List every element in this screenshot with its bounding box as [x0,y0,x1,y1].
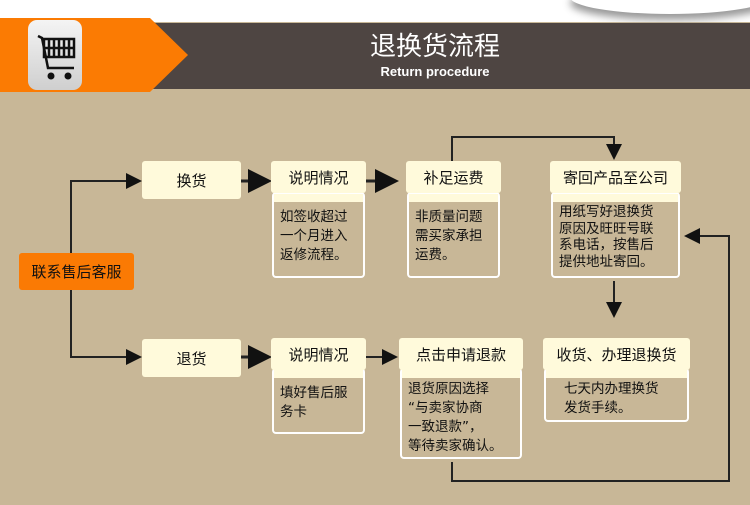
send-back-text: 用纸写好退换货 原因及旺旺号联 系电话，按售后 提供地址寄回。 [559,204,654,270]
return-explain-body: 填好售后服 务卡 [272,368,365,434]
page-subtitle: Return procedure [380,64,490,79]
shipping-text: 非质量问题 需买家承担 运费。 [415,209,483,263]
exchange-explain-body: 如签收超过 一个月进入 返修流程。 [272,192,365,278]
connector-start-exchange [70,173,142,253]
contact-service-node: 联系售后客服 [19,253,134,290]
exchange-node: 换货 [142,161,241,199]
refund-title: 点击申请退款 [399,338,523,370]
refund-body: 退货原因选择 “与卖家协商 一致退款”， 等待卖家确认。 [400,368,522,459]
connector-shipping-sendback [451,136,622,161]
decorative-swoosh [570,0,750,14]
top-margin [0,0,750,22]
return-explain-title: 说明情况 [271,338,366,370]
refund-text: 退货原因选择 “与卖家协商 一致退款”， 等待卖家确认。 [408,381,503,454]
receive-body: 七天内办理换货 发货手续。 [544,368,689,422]
shipping-body: 非质量问题 需买家承担 运费。 [407,192,500,278]
return-node: 退货 [142,339,241,377]
connector-start-return [70,290,142,365]
connector-refund-sendback [451,228,730,482]
send-back-body: 用纸写好退换货 原因及旺旺号联 系电话，按售后 提供地址寄回。 [551,192,680,278]
page-title: 退换货流程 [369,32,500,62]
header-bar [100,23,750,89]
shipping-title: 补足运费 [406,161,501,193]
exchange-explain-text: 如签收超过 一个月进入 返修流程。 [280,209,348,263]
return-explain-text: 填好售后服 务卡 [280,385,348,420]
exchange-explain-title: 说明情况 [271,161,366,193]
send-back-title: 寄回产品至公司 [550,161,681,193]
shopping-cart-icon [28,20,82,90]
receive-title: 收货、办理退换货 [543,338,690,370]
receive-text: 七天内办理换货 发货手续。 [564,381,659,416]
